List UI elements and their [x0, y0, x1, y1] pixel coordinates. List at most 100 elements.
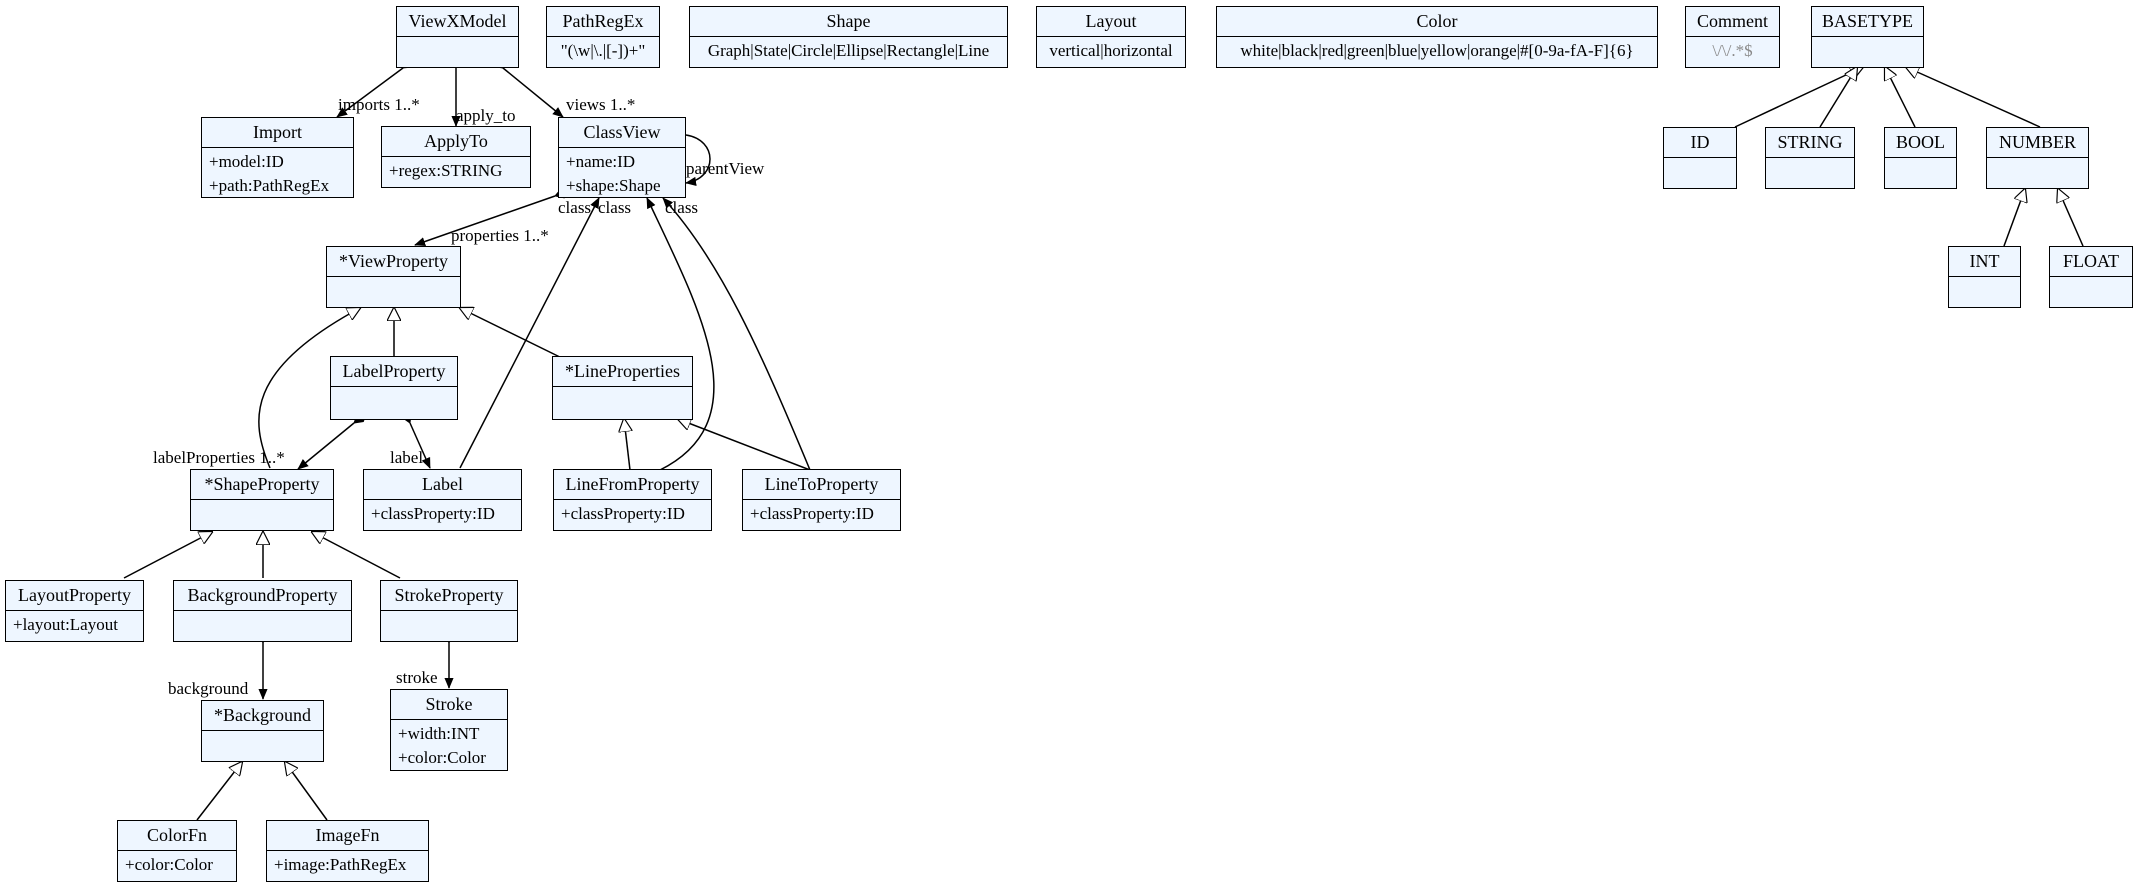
class-string: STRING [1765, 127, 1855, 189]
class-name: Shape [690, 7, 1007, 37]
edge-inherit-imagefn [285, 762, 328, 821]
edge-label-imports: imports 1..* [338, 95, 420, 114]
class-name: Color [1217, 7, 1657, 37]
class-viewxmodel: ViewXModel [396, 6, 519, 68]
class-pathregex: PathRegEx "(\w|\.|[-])+" [546, 6, 660, 68]
class-bool: BOOL [1884, 127, 1957, 189]
edge-class-label [459, 197, 600, 469]
class-attr: +name:ID [566, 152, 636, 171]
class-applyto: ApplyTo +regex:STRING [381, 126, 531, 188]
class-labelproperty: LabelProperty [330, 356, 458, 420]
class-name: ApplyTo [382, 127, 530, 157]
edge-inherit-float [2058, 189, 2084, 247]
class-shape: Shape Graph|State|Circle|Ellipse|Rectang… [689, 6, 1008, 68]
class-linetoproperty: LineToProperty +classProperty:ID [742, 469, 901, 531]
class-attr: Graph|State|Circle|Ellipse|Rectangle|Lin… [707, 41, 990, 60]
class-color: Color white|black|red|green|blue|yellow|… [1216, 6, 1658, 68]
edge-inherit-colorfn [196, 762, 242, 821]
class-name: StrokeProperty [381, 581, 517, 611]
class-name: ViewXModel [397, 7, 518, 37]
class-id: ID [1663, 127, 1737, 189]
class-attr: white|black|red|green|blue|yellow|orange… [1240, 41, 1634, 60]
class-attr: +classProperty:ID [371, 504, 495, 523]
edge-views [489, 57, 564, 118]
class-name: NUMBER [1987, 128, 2088, 158]
edge-inherit-linefrom [624, 419, 630, 471]
edge-label-views: views 1..* [566, 95, 636, 114]
class-stroke: Stroke +width:INT +color:Color [390, 689, 508, 771]
class-attr: +width:INT [398, 724, 480, 743]
edge-properties [414, 188, 572, 246]
class-name: BackgroundProperty [174, 581, 351, 611]
edge-label-apply-to: apply_to [456, 106, 516, 125]
class-attr: +classProperty:ID [750, 504, 874, 523]
class-name: ID [1664, 128, 1736, 158]
class-attr: +classProperty:ID [561, 504, 685, 523]
edge-label-label: label [390, 448, 424, 467]
edge-label-properties: properties 1..* [451, 226, 549, 245]
class-name: Comment [1686, 7, 1779, 37]
edge-label-stroke: stroke [396, 668, 438, 687]
class-colorfn: ColorFn +color:Color [117, 820, 237, 882]
class-attr: vertical|horizontal [1049, 41, 1173, 60]
edge-inherit-layoutproperty [123, 532, 212, 579]
class-name: LineToProperty [743, 470, 900, 500]
class-import: Import +model:ID +path:PathRegEx [201, 117, 354, 198]
class-imagefn: ImageFn +image:PathRegEx [266, 820, 429, 882]
class-name: *ViewProperty [327, 247, 460, 277]
class-attr: +layout:Layout [13, 615, 118, 634]
edge-inherit-number [1906, 67, 2041, 128]
class-backgroundproperty: BackgroundProperty [173, 580, 352, 642]
class-number: NUMBER [1986, 127, 2089, 189]
class-name: LineFromProperty [554, 470, 711, 500]
edge-class-lineto [662, 197, 811, 471]
edge-parentview [669, 128, 711, 186]
class-name: STRING [1766, 128, 1854, 158]
edge-inherit-bool [1885, 67, 1916, 128]
class-name: Stroke [391, 690, 507, 720]
class-basetype: BASETYPE [1811, 6, 1924, 68]
edge-label-class-1: class [558, 198, 592, 217]
class-name: *LineProperties [553, 357, 692, 387]
edge-label-class-2: class [598, 198, 632, 217]
class-attr: \/\/.*$ [1712, 41, 1753, 60]
edge-inherit-shapeproperty [258, 308, 360, 469]
class-name: BOOL [1885, 128, 1956, 158]
edge-inherit-strokeproperty [312, 532, 401, 579]
class-name: ClassView [559, 118, 685, 148]
class-comment: Comment \/\/.*$ [1685, 6, 1780, 68]
class-attr: +color:Color [398, 748, 486, 767]
class-strokeproperty: StrokeProperty [380, 580, 518, 642]
edge-inherit-id [1734, 67, 1863, 128]
edge-label-labelproperties: labelProperties 1..* [153, 448, 285, 467]
class-name: Import [202, 118, 353, 148]
class-float: FLOAT [2049, 246, 2133, 308]
class-label: Label +classProperty:ID [363, 469, 522, 531]
class-attr: +regex:STRING [389, 161, 503, 180]
class-background: *Background [201, 700, 324, 762]
edge-label-background: background [168, 679, 249, 698]
class-name: PathRegEx [547, 7, 659, 37]
edge-label [401, 407, 431, 469]
class-attr: "(\w|\.|[-])+" [560, 41, 646, 60]
edge-inherit-lineproperties [460, 308, 571, 363]
class-lineproperties: *LineProperties [552, 356, 693, 420]
edge-imports [336, 57, 417, 118]
class-name: ColorFn [118, 821, 236, 851]
class-int: INT [1948, 246, 2021, 308]
class-name: LabelProperty [331, 357, 457, 387]
class-name: BASETYPE [1812, 7, 1923, 37]
class-attr: +path:PathRegEx [209, 176, 330, 195]
class-name: INT [1949, 247, 2020, 277]
class-attr: +color:Color [125, 855, 213, 874]
class-name: ImageFn [267, 821, 428, 851]
edge-inherit-string [1819, 67, 1857, 128]
class-attr: +image:PathRegEx [274, 855, 407, 874]
class-attr: +shape:Shape [566, 176, 661, 195]
class-linefromproperty: LineFromProperty +classProperty:ID [553, 469, 712, 531]
class-name: *Background [202, 701, 323, 731]
edge-label-class-3: class [665, 198, 699, 217]
class-attr: +model:ID [209, 152, 284, 171]
